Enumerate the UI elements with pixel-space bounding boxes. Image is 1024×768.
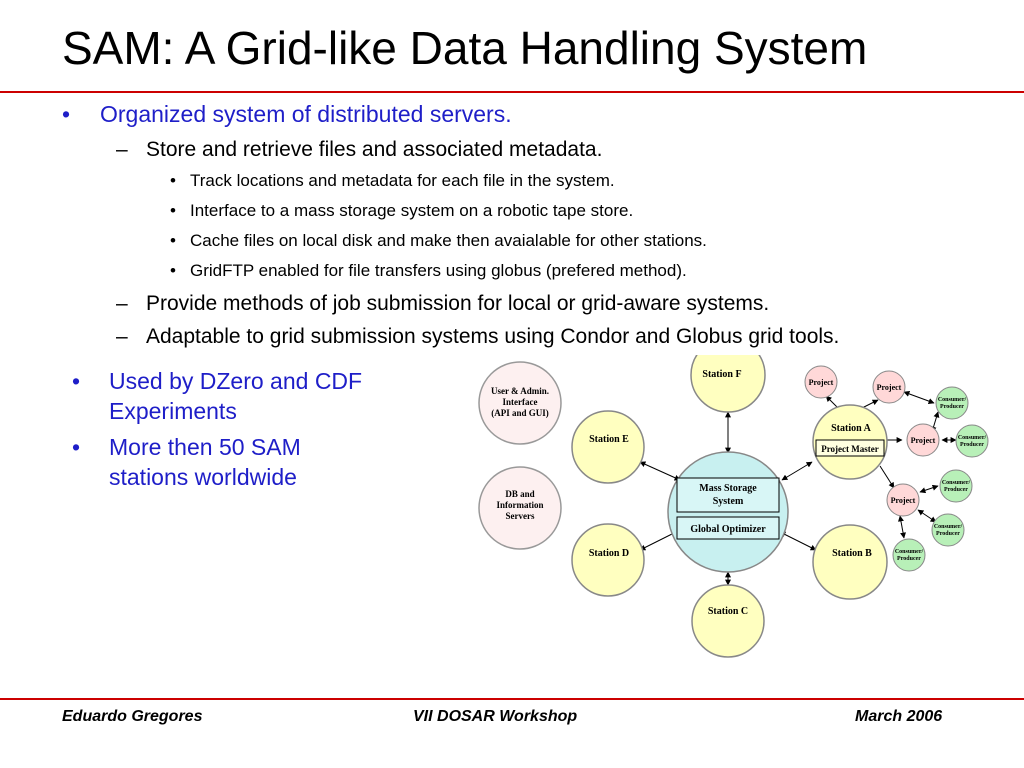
bullet-stations-line1: More then 50 SAM: [109, 434, 301, 460]
slide-title: SAM: A Grid-like Data Handling System: [62, 22, 868, 74]
link-center-b: [779, 531, 817, 551]
bullet-marker: •: [170, 231, 176, 250]
consumer-producer-node-2: Consumer/ Producer: [955, 424, 989, 458]
svg-text:Producer: Producer: [940, 404, 964, 410]
consumer-producer-node-1: Consumer/ Producer: [935, 386, 969, 420]
svg-text:Producer: Producer: [936, 531, 960, 537]
sub-sub-bullet-cache: Cache files on local disk and make then …: [190, 231, 707, 250]
station-d-node: Station D: [571, 523, 645, 597]
svg-text:DB and: DB and: [505, 489, 534, 499]
svg-text:Information: Information: [497, 500, 544, 510]
footer-divider: [0, 698, 1024, 700]
sub-sub-bullet-track: Track locations and metadata for each fi…: [190, 171, 615, 190]
footer-event: VII DOSAR Workshop: [413, 708, 578, 725]
project-node-1: Project: [804, 365, 838, 399]
project-node-4: Project: [886, 483, 920, 517]
bullet-used-by-line2: Experiments: [109, 398, 237, 424]
svg-text:User & Admin.: User & Admin.: [491, 386, 549, 396]
db-node: DB and Information Servers: [478, 466, 562, 550]
station-e-node: Station E: [571, 410, 645, 484]
svg-text:Producer: Producer: [960, 442, 984, 448]
bullet-marker: •: [72, 368, 81, 394]
svg-text:Project Master: Project Master: [821, 444, 879, 454]
svg-text:Project: Project: [877, 383, 902, 392]
sub-sub-bullet-gridftp: GridFTP enabled for file transfers using…: [190, 261, 687, 280]
svg-text:Mass Storage: Mass Storage: [699, 483, 757, 494]
link-project4-consumer2: [917, 509, 937, 523]
svg-text:Consumer/: Consumer/: [934, 524, 963, 530]
svg-text:Consumer/: Consumer/: [895, 549, 924, 555]
station-b-node: Station B: [812, 524, 888, 600]
bullet-organized-system: Organized system of distributed servers.: [100, 101, 512, 127]
svg-text:Interface: Interface: [503, 397, 538, 407]
ui-node: User & Admin. Interface (API and GUI): [478, 361, 562, 445]
bullet-used-by-line1: Used by DZero and CDF: [109, 368, 363, 394]
sub-sub-bullet-interface: Interface to a mass storage system on a …: [190, 201, 634, 220]
footer-author: Eduardo Gregores: [62, 708, 203, 725]
project-node-3: Project: [906, 423, 940, 457]
station-c-node: Station C: [691, 584, 765, 658]
link-project2-consumer: [903, 391, 935, 404]
station-f-node: Station F: [690, 355, 766, 413]
svg-text:Station F: Station F: [702, 369, 741, 380]
svg-text:Station E: Station E: [589, 434, 629, 445]
link-a-project1: [825, 395, 839, 409]
link-center-e: [639, 461, 681, 481]
bullet-marker: •: [170, 171, 176, 190]
svg-text:Consumer/: Consumer/: [942, 480, 971, 486]
svg-text:Project: Project: [891, 496, 916, 505]
sub-bullet-grid-submission: Adaptable to grid submission systems usi…: [146, 325, 840, 348]
consumer-producer-node-4: Consumer/ Producer: [931, 513, 965, 547]
svg-text:Producer: Producer: [944, 487, 968, 493]
consumer-producer-node-3: Consumer/ Producer: [939, 469, 973, 503]
svg-text:Station C: Station C: [708, 606, 748, 617]
project-node-2: Project: [872, 370, 906, 404]
svg-text:Producer: Producer: [897, 556, 921, 562]
mass-storage-global-optimizer-node: Mass Storage System Global Optimizer: [667, 451, 789, 573]
svg-text:Station D: Station D: [589, 548, 629, 559]
consumer-producer-node-5: Consumer/ Producer: [892, 538, 926, 572]
sub-bullet-job-submission: Provide methods of job submission for lo…: [146, 292, 770, 315]
footer-date: March 2006: [855, 708, 943, 725]
svg-text:Project: Project: [809, 378, 834, 387]
dash-marker: –: [116, 138, 128, 161]
link-a-project2: [861, 399, 879, 409]
svg-text:Global Optimizer: Global Optimizer: [690, 524, 766, 535]
svg-text:(API and GUI): (API and GUI): [491, 408, 549, 418]
svg-text:Servers: Servers: [506, 511, 535, 521]
link-a-project4: [879, 465, 895, 489]
sam-architecture-diagram: User & Admin. Interface (API and GUI) DB…: [478, 355, 989, 658]
svg-text:Consumer/: Consumer/: [958, 435, 987, 441]
link-project4-consumer1: [919, 484, 939, 494]
link-center-a: [781, 461, 813, 481]
bullet-marker: •: [170, 201, 176, 220]
sub-bullet-store-retrieve: Store and retrieve files and associated …: [146, 138, 603, 161]
bullet-marker: •: [72, 434, 81, 460]
station-a-node: Station A Project Master: [812, 404, 888, 480]
title-divider: [0, 91, 1024, 93]
bullet-marker: •: [170, 261, 176, 280]
svg-text:Station B: Station B: [832, 548, 872, 559]
link-project4-consumer3: [898, 515, 906, 539]
svg-text:Consumer/: Consumer/: [938, 397, 967, 403]
bullet-marker: •: [62, 101, 71, 127]
dash-marker: –: [116, 292, 128, 315]
bullet-stations-line2: stations worldwide: [109, 464, 297, 490]
svg-text:Project: Project: [911, 436, 936, 445]
dash-marker: –: [116, 325, 128, 348]
svg-text:System: System: [713, 496, 744, 507]
svg-text:Station A: Station A: [831, 423, 872, 434]
